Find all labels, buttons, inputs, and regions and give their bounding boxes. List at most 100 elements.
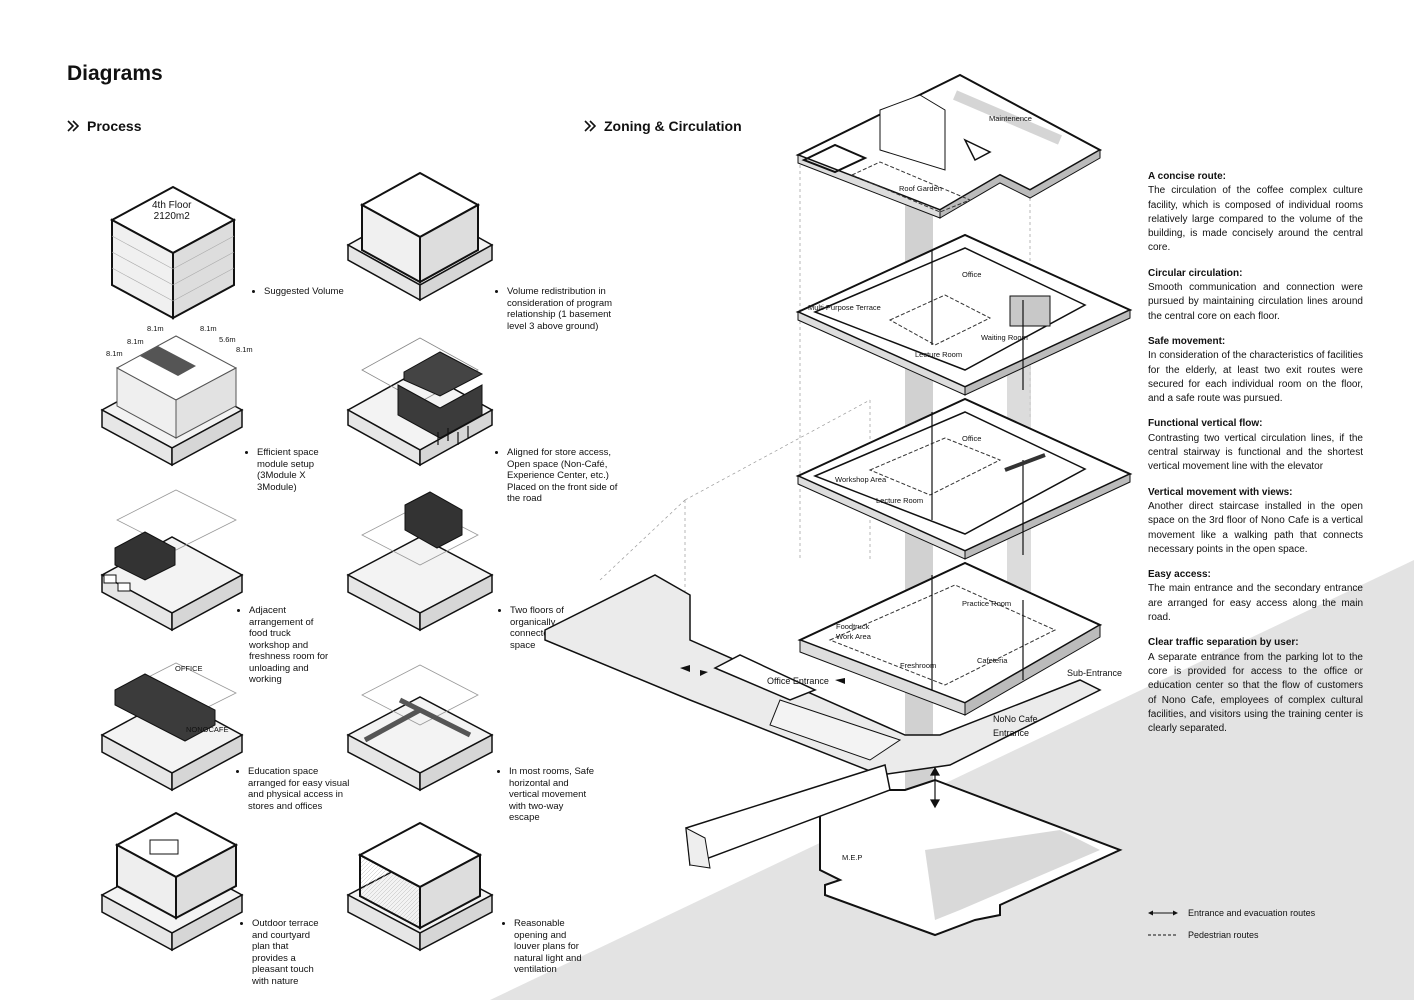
diagram-terrace xyxy=(100,811,244,952)
diagram-volume-redistribution xyxy=(346,171,494,302)
caption-text: Reasonable opening and louver plans for … xyxy=(514,918,587,976)
caption-5: Adjacent arrangement of food truck works… xyxy=(237,605,332,686)
floor-4 xyxy=(795,233,1133,396)
diagram-space-module xyxy=(100,335,244,467)
caption-4: Aligned for store access, Open space (No… xyxy=(495,447,620,505)
dim-label: 8.1m xyxy=(200,324,217,333)
caption-text: Suggested Volume xyxy=(264,286,372,298)
floor-3 xyxy=(795,397,1133,560)
label-nono-entrance-2: Entrance xyxy=(993,728,1030,738)
caption-1: Suggested Volume xyxy=(252,286,372,298)
double-chevron-icon xyxy=(67,120,79,132)
note-body: The circulation of the coffee complex cu… xyxy=(1148,185,1363,254)
dim-label: 8.1m xyxy=(147,324,164,333)
label-lecture-room-3f: Lecture Room xyxy=(876,496,924,505)
note-heading: Circular circulation: xyxy=(1148,267,1243,279)
caption-9: Outdoor terrace and courtyard plan that … xyxy=(240,918,320,987)
note-heading: A concise route: xyxy=(1148,171,1226,182)
note-body: Another direct staircase installed in th… xyxy=(1148,500,1363,555)
label-nono-entrance: NoNo Cafe Entrance xyxy=(993,712,1038,740)
label-roof-garden: Roof Garden xyxy=(899,184,942,193)
caption-text: In most rooms, Safe horizontal and verti… xyxy=(509,766,595,824)
label-cafeteria: Cafeteria xyxy=(977,656,1008,665)
diagram-food-truck xyxy=(100,489,244,632)
notes-column: A concise route: The circulation of the c… xyxy=(1148,170,1363,747)
note: Easy access: The main entrance and the se… xyxy=(1148,568,1363,625)
nonocafe-block-label: NONOCAFE xyxy=(186,725,229,734)
volume-floor: 4th Floor xyxy=(152,200,192,211)
label-practice-room: Practice Room xyxy=(962,599,1012,608)
volume-area: 2120m2 xyxy=(153,211,190,222)
caption-text: Aligned for store access, Open space (No… xyxy=(507,447,620,505)
legend-dashed-label: Pedestrian routes xyxy=(1188,930,1259,940)
section-zoning-title: Zoning & Circulation xyxy=(604,118,742,134)
caption-3: Efficient space module setup (3Module X … xyxy=(245,447,325,493)
note-heading: Safe movement: xyxy=(1148,335,1226,347)
label-freshroom: Freshroom xyxy=(900,661,937,670)
caption-text: Adjacent arrangement of food truck works… xyxy=(249,605,332,686)
label-mep: M.E.P xyxy=(842,853,863,862)
diagram-louvers xyxy=(346,821,494,952)
label-office-3f: Office xyxy=(962,434,982,443)
diagram-store-access xyxy=(346,337,494,467)
basement xyxy=(685,764,1123,937)
caption-8: In most rooms, Safe horizontal and verti… xyxy=(497,766,595,824)
label-lecture-room-4f: Lecture Room xyxy=(915,350,963,359)
diagram-circulation xyxy=(346,664,494,792)
diagram-suggested-volume xyxy=(109,185,237,320)
ground-floor xyxy=(544,561,1103,776)
dim-label: 8.1m xyxy=(106,349,123,358)
roof-level xyxy=(795,73,1103,219)
label-nono-entrance-1: NoNo Cafe xyxy=(993,714,1038,724)
section-process-title: Process xyxy=(87,118,142,134)
diagram-education xyxy=(100,662,244,792)
caption-10: Reasonable opening and louver plans for … xyxy=(502,918,587,976)
label-office-4f: Office xyxy=(962,270,982,279)
note-heading: Clear traffic separation by user: xyxy=(1148,637,1299,649)
note: Clear traffic separation by user: A separ… xyxy=(1148,636,1363,736)
section-zoning: Zoning & Circulation xyxy=(584,118,742,134)
note: Vertical movement with views: Another dir… xyxy=(1148,486,1363,557)
label-waiting-room: Waiting Room xyxy=(981,333,1028,342)
label-office-entrance: Office Entrance xyxy=(767,676,829,686)
legend-arrow-label: Entrance and evacuation routes xyxy=(1188,908,1316,918)
note-body: A separate entrance from the parking lot… xyxy=(1148,651,1363,735)
note: Functional vertical flow: Contrasting two… xyxy=(1148,417,1363,474)
process-diagrams xyxy=(100,171,494,952)
office-block-label: OFFICE xyxy=(175,664,203,673)
dim-label: 8.1m xyxy=(236,345,253,354)
note: Safe movement: In consideration of the ch… xyxy=(1148,335,1363,406)
caption-text: Volume redistribution in consideration o… xyxy=(507,286,615,332)
note: Circular circulation: Smooth communicatio… xyxy=(1148,267,1363,324)
dashed-line-icon xyxy=(1148,934,1178,936)
label-multi-purpose: Multi Purpose Terrace xyxy=(808,303,881,312)
page-title: Diagrams xyxy=(67,62,163,85)
note: A concise route: The circulation of the c… xyxy=(1148,170,1363,256)
note-body: The main entrance and the secondary entr… xyxy=(1148,583,1363,624)
label-sub-entrance: Sub-Entrance xyxy=(1067,668,1123,678)
volume-label: 4th Floor 2120m2 xyxy=(152,200,191,222)
double-chevron-icon xyxy=(584,120,596,132)
caption-text: Outdoor terrace and courtyard plan that … xyxy=(252,918,320,987)
note-heading: Easy access: xyxy=(1148,569,1211,581)
label-workshop: Workshop Area xyxy=(835,475,887,484)
dim-label: 5.6m xyxy=(219,335,236,344)
label-maintenence: Maintenence xyxy=(989,114,1032,123)
caption-text: Efficient space module setup (3Module X … xyxy=(257,447,325,493)
double-arrow-icon xyxy=(1148,910,1178,916)
legend-dashed: Pedestrian routes xyxy=(1148,930,1259,940)
note-heading: Functional vertical flow: xyxy=(1148,418,1263,430)
dim-label: 8.1m xyxy=(127,337,144,346)
diagram-office-floors xyxy=(346,491,494,632)
note-heading: Vertical movement with views: xyxy=(1148,486,1293,498)
section-process: Process xyxy=(67,118,141,134)
legend-arrow: Entrance and evacuation routes xyxy=(1148,908,1315,918)
note-body: Contrasting two vertical circulation lin… xyxy=(1148,432,1363,473)
note-body: Smooth communication and connection were… xyxy=(1148,282,1363,322)
note-body: In consideration of the characteristics … xyxy=(1148,350,1363,405)
label-foodtruck: Foodtruck Work Area xyxy=(836,622,871,641)
caption-7: Education space arranged for easy visual… xyxy=(236,766,351,812)
caption-text: Education space arranged for easy visual… xyxy=(248,766,351,812)
